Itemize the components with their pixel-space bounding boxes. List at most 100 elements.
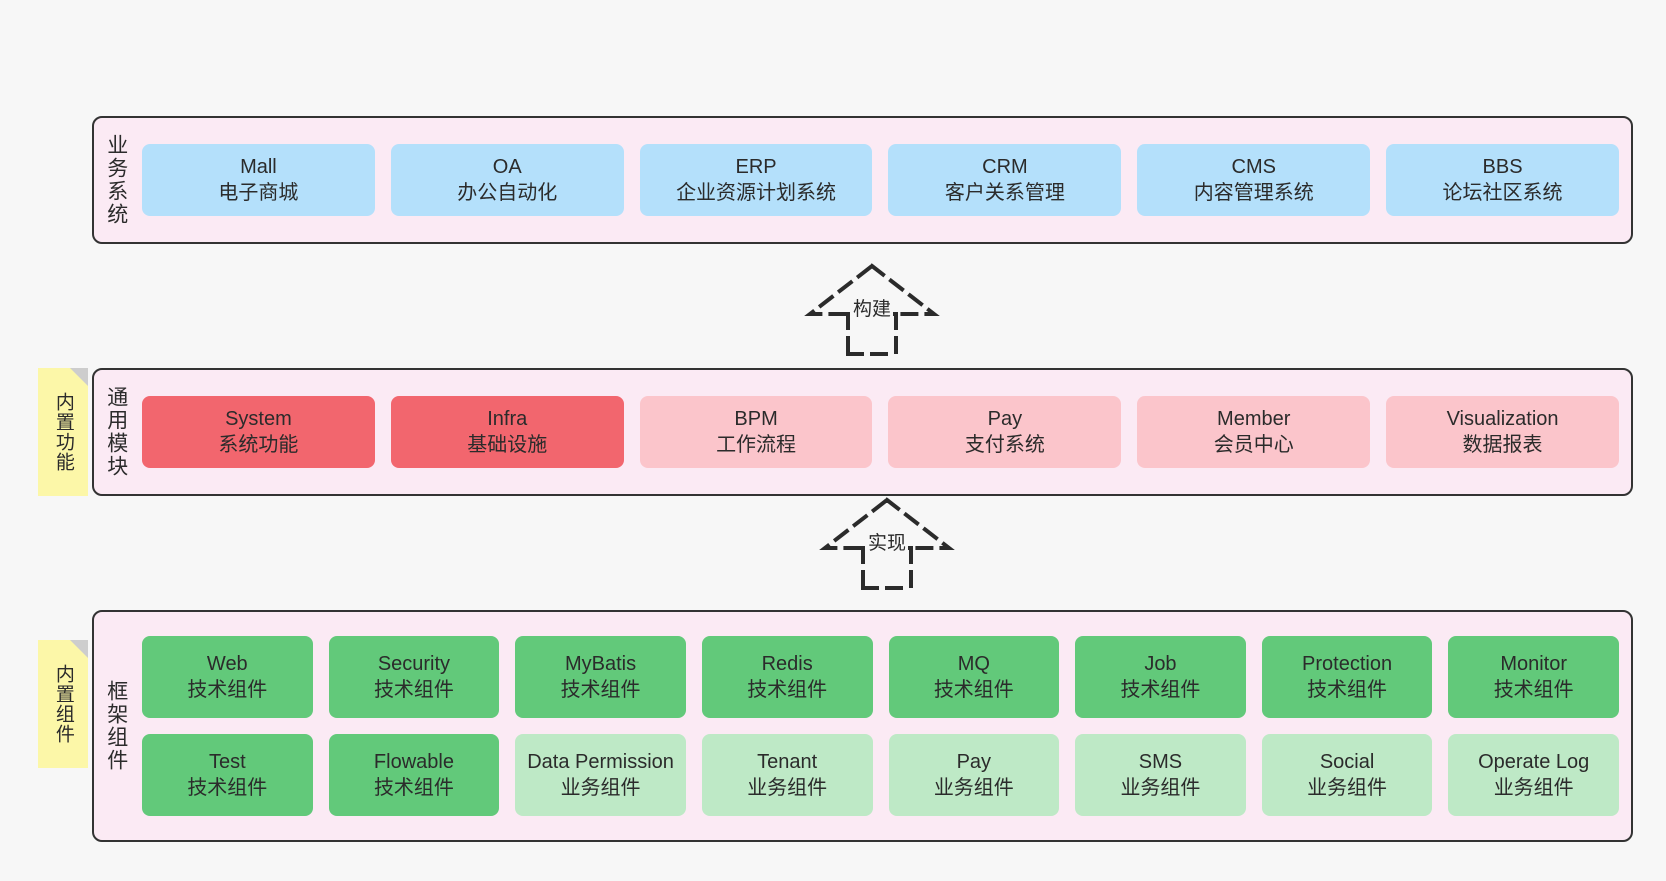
card-title: Tenant <box>757 750 818 773</box>
card-subtitle: 企业资源计划系统 <box>676 182 837 204</box>
layer-common-module: 通用模块 System 系统功能 Infra 基础设施 BPM 工作流程 Pay… <box>92 368 1633 496</box>
card-job[interactable]: Job 技术组件 <box>1075 636 1246 718</box>
card-title: MyBatis <box>565 652 637 675</box>
card-operate-log[interactable]: Operate Log 业务组件 <box>1448 734 1619 816</box>
card-subtitle: 业务组件 <box>747 777 828 799</box>
card-title: Infra <box>487 407 528 430</box>
card-subtitle: 技术组件 <box>1307 679 1388 701</box>
card-title: CRM <box>982 155 1028 178</box>
card-pay-business[interactable]: Pay 业务组件 <box>888 734 1060 816</box>
card-subtitle: 数据报表 <box>1462 434 1543 456</box>
card-bbs[interactable]: BBS 论坛社区系统 <box>1386 144 1619 216</box>
card-member[interactable]: Member 会员中心 <box>1137 396 1371 468</box>
connector-build: 构建 <box>782 258 962 358</box>
card-bpm[interactable]: BPM 工作流程 <box>639 396 873 468</box>
card-system[interactable]: System 系统功能 <box>142 396 375 468</box>
card-protection[interactable]: Protection 技术组件 <box>1261 636 1433 718</box>
card-title: Monitor <box>1500 652 1568 675</box>
card-title: Pay <box>987 407 1023 430</box>
card-subtitle: 业务组件 <box>933 777 1014 799</box>
card-subtitle: 技术组件 <box>1120 679 1201 701</box>
card-social[interactable]: Social 业务组件 <box>1261 734 1433 816</box>
card-title: Social <box>1319 750 1375 773</box>
card-title: Flowable <box>373 750 454 773</box>
card-web[interactable]: Web 技术组件 <box>142 636 313 718</box>
card-title: Protection <box>1302 652 1393 675</box>
note-builtin-function: 内置功能 <box>38 368 88 496</box>
card-title: CMS <box>1231 155 1276 178</box>
card-title: Job <box>1144 652 1177 675</box>
card-title: BPM <box>734 407 778 430</box>
card-title: Test <box>208 750 246 773</box>
card-cms[interactable]: CMS 内容管理系统 <box>1137 144 1371 216</box>
note-text: 内置组件 <box>52 664 74 744</box>
card-sms[interactable]: SMS 业务组件 <box>1075 734 1246 816</box>
card-subtitle: 技术组件 <box>560 679 641 701</box>
card-subtitle: 工作流程 <box>716 434 797 456</box>
card-pay[interactable]: Pay 支付系统 <box>888 396 1122 468</box>
layer-body-business-system: Mall 电子商城 OA 办公自动化 ERP 企业资源计划系统 CRM 客户关系… <box>138 118 1631 242</box>
card-subtitle: 技术组件 <box>933 679 1014 701</box>
layer-title-business-system: 业务系统 <box>104 134 128 226</box>
card-subtitle: 业务组件 <box>560 777 641 799</box>
card-row: System 系统功能 Infra 基础设施 BPM 工作流程 Pay 支付系统… <box>142 396 1619 468</box>
card-monitor[interactable]: Monitor 技术组件 <box>1448 636 1619 718</box>
card-subtitle: 电子商城 <box>218 182 299 204</box>
note-text: 内置功能 <box>52 392 74 472</box>
card-subtitle: 支付系统 <box>964 434 1045 456</box>
card-security[interactable]: Security 技术组件 <box>328 636 500 718</box>
card-row: Web 技术组件 Security 技术组件 MyBatis 技术组件 Redi… <box>142 636 1619 718</box>
card-title: OA <box>492 155 522 178</box>
card-subtitle: 会员中心 <box>1213 434 1294 456</box>
layer-business-system: 业务系统 Mall 电子商城 OA 办公自动化 ERP 企业资源计划系统 CRM… <box>92 116 1633 244</box>
card-tenant[interactable]: Tenant 业务组件 <box>701 734 873 816</box>
connector-label: 构建 <box>850 294 894 321</box>
card-subtitle: 客户关系管理 <box>944 182 1065 204</box>
card-visualization[interactable]: Visualization 数据报表 <box>1386 396 1619 468</box>
card-crm[interactable]: CRM 客户关系管理 <box>888 144 1122 216</box>
card-subtitle: 基础设施 <box>467 434 548 456</box>
layer-title-framework-component: 框架组件 <box>104 680 128 772</box>
card-subtitle: 系统功能 <box>218 434 299 456</box>
card-subtitle: 技术组件 <box>187 777 268 799</box>
card-oa[interactable]: OA 办公自动化 <box>390 144 624 216</box>
note-fold-corner-icon <box>70 640 88 658</box>
card-title: Mall <box>240 155 277 178</box>
card-subtitle: 技术组件 <box>747 679 828 701</box>
card-title: SMS <box>1138 750 1183 773</box>
card-subtitle: 技术组件 <box>373 777 454 799</box>
card-title: Pay <box>956 750 992 773</box>
generalization-arrow-icon <box>804 263 940 356</box>
card-title: Security <box>377 652 451 675</box>
card-data-permission[interactable]: Data Permission 业务组件 <box>515 734 686 816</box>
generalization-arrow-icon <box>819 497 955 590</box>
card-mall[interactable]: Mall 电子商城 <box>142 144 375 216</box>
card-mybatis[interactable]: MyBatis 技术组件 <box>515 636 686 718</box>
card-subtitle: 内容管理系统 <box>1193 182 1314 204</box>
card-subtitle: 业务组件 <box>1493 777 1574 799</box>
connector-implement: 实现 <box>797 492 977 592</box>
card-title: Data Permission <box>527 750 674 773</box>
card-title: Redis <box>761 652 813 675</box>
card-title: BBS <box>1482 155 1523 178</box>
card-flowable[interactable]: Flowable 技术组件 <box>328 734 500 816</box>
card-subtitle: 业务组件 <box>1307 777 1388 799</box>
card-subtitle: 技术组件 <box>187 679 268 701</box>
note-builtin-component: 内置组件 <box>38 640 88 768</box>
card-mq[interactable]: MQ 技术组件 <box>888 636 1060 718</box>
layer-body-common-module: System 系统功能 Infra 基础设施 BPM 工作流程 Pay 支付系统… <box>138 370 1631 494</box>
note-fold-corner-icon <box>70 368 88 386</box>
card-infra[interactable]: Infra 基础设施 <box>390 396 624 468</box>
card-subtitle: 办公自动化 <box>457 182 558 204</box>
card-test[interactable]: Test 技术组件 <box>142 734 313 816</box>
card-redis[interactable]: Redis 技术组件 <box>701 636 873 718</box>
card-subtitle: 技术组件 <box>1493 679 1574 701</box>
card-title: Web <box>206 652 248 675</box>
connector-label: 实现 <box>865 528 909 555</box>
card-title: Member <box>1217 407 1291 430</box>
card-erp[interactable]: ERP 企业资源计划系统 <box>639 144 873 216</box>
card-title: System <box>225 407 292 430</box>
layer-body-framework-component: Web 技术组件 Security 技术组件 MyBatis 技术组件 Redi… <box>138 612 1631 840</box>
card-row: Test 技术组件 Flowable 技术组件 Data Permission … <box>142 734 1619 816</box>
